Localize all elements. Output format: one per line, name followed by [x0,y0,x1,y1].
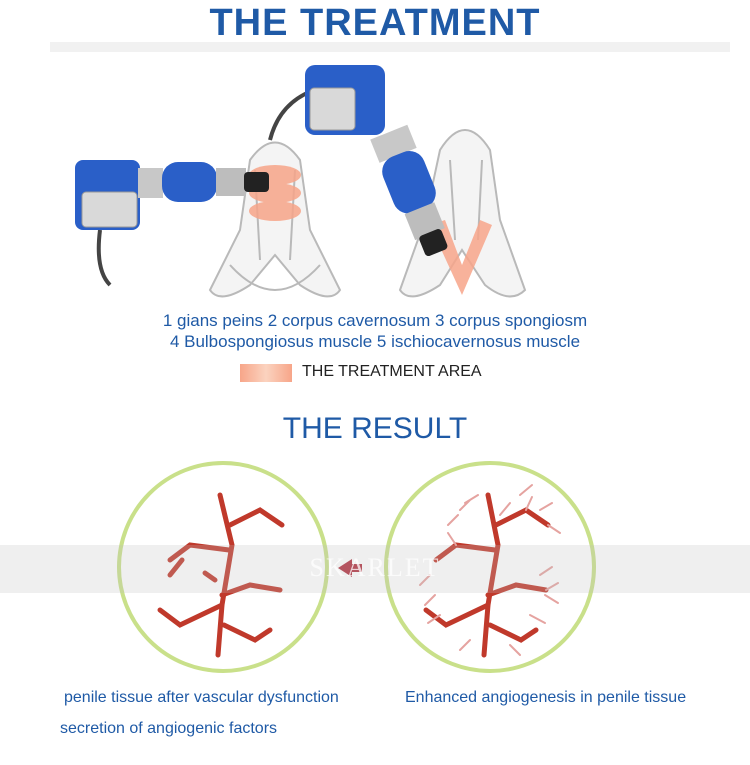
circle-after [384,461,596,673]
treatment-area-swatch [240,364,292,382]
result-title: THE RESULT [282,412,468,445]
watermark-band [0,545,750,593]
arrow-icon [338,559,362,577]
caption-right: Enhanced angiogenesis in penile tissue [405,689,687,706]
treatment-area-right [430,220,492,295]
watermark: SKARLET [309,553,441,582]
caption-left-2: secretion of angiogenic factors [60,720,278,737]
shockwave-device-right [268,65,448,257]
caption-left: penile tissue after vascular dysfunction [64,689,339,706]
treatment-area-label: THE TREATMENT AREA [302,363,482,380]
result-illustration [117,461,596,673]
anatomy-caption-line1: 1 gians peins 2 corpus cavernosum 3 corp… [162,311,588,330]
treatment-title: THE TREATMENT [209,2,541,44]
treatment-illustration [50,42,730,298]
shockwave-device-left [75,160,269,287]
anatomy-caption-line2: 4 Bulbospongiosus muscle 5 ischiocaverno… [169,332,581,351]
circle-before [117,461,329,673]
